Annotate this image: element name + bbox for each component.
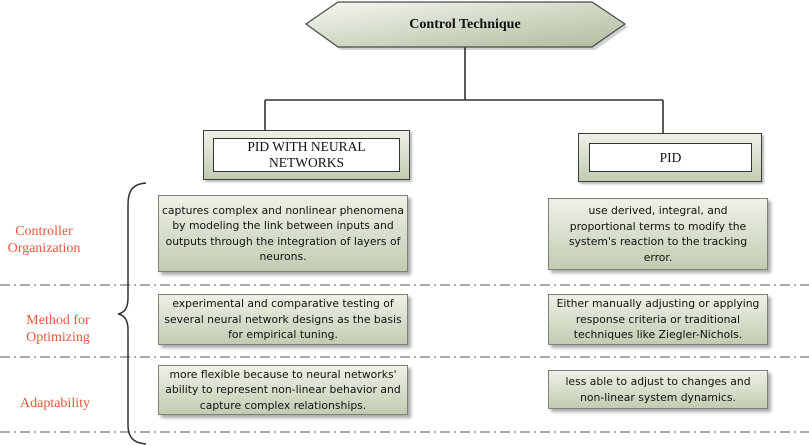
cell-text-line: response criteria or traditional <box>575 312 741 326</box>
column-header-pid-neural: PID WITH NEURAL NETWORKS <box>203 130 410 180</box>
cell-text-line: use derived, integral, and <box>588 204 728 217</box>
cell-text-line: several neural network designs as the ba… <box>164 312 402 326</box>
cell-text-line: error. <box>643 250 673 264</box>
cell-text-line: ability to represent non-linear behavior… <box>165 383 401 397</box>
cell-text-line: system's reaction to the tracking <box>568 235 748 248</box>
cell-text-line: experimental and comparative testing of <box>172 297 394 311</box>
cell-neural-method-for-optimizing: experimental and comparative testing of … <box>158 294 408 345</box>
cell-text-line: by modeling the link between inputs and <box>172 219 394 232</box>
row-group-brace <box>117 182 147 445</box>
row-label-method-for-optimizing: Method for Optimizing <box>14 312 102 346</box>
row-label-adaptability: Adaptability <box>10 395 100 412</box>
cell-text-line: Either manually adjusting or applying <box>556 297 760 311</box>
column-header-line: NETWORKS <box>269 155 344 170</box>
cell-text-line: more flexible because to neural networks… <box>169 367 397 381</box>
column-header-pid-inner: PID <box>589 143 752 172</box>
column-header-line: PID <box>659 149 682 165</box>
cell-text-line: non-linear system dynamics. <box>580 390 736 404</box>
column-header-line: PID WITH NEURAL <box>247 139 366 154</box>
cell-text-line: proportional terms to modify the <box>569 219 747 233</box>
column-header-pid-neural-inner: PID WITH NEURAL NETWORKS <box>213 138 400 172</box>
cell-pid-controller-organization: use derived, integral, and proportional … <box>548 198 768 270</box>
cell-text-line: captures complex and nonlinear phenomena <box>162 203 404 217</box>
cell-text-line: for empirical tuning. <box>228 328 338 342</box>
cell-text-line: neurons. <box>259 250 307 263</box>
row-label-line: Adaptability <box>20 396 90 411</box>
cell-text-line: outputs through the integration of layer… <box>165 234 401 248</box>
row-label-controller-organization: Controller Organization <box>0 223 88 257</box>
root-node-label: Control Technique <box>409 16 521 32</box>
row-label-line: Method for <box>26 313 90 328</box>
cell-text-line: less able to adjust to changes and <box>565 375 751 388</box>
cell-text-line: techniques like Ziegler-Nichols. <box>573 328 743 342</box>
cell-pid-adaptability: less able to adjust to changes and non-l… <box>548 370 768 409</box>
cell-neural-adaptability: more flexible because to neural networks… <box>158 365 408 415</box>
cell-neural-controller-organization: captures complex and nonlinear phenomena… <box>158 195 408 272</box>
row-label-line: Organization <box>7 241 81 256</box>
row-label-line: Optimizing <box>26 330 90 345</box>
root-node-shape <box>304 1 627 48</box>
cell-pid-method-for-optimizing: Either manually adjusting or applying re… <box>548 294 768 345</box>
column-header-pid: PID <box>578 133 762 182</box>
cell-text-line: capture complex relationships. <box>199 398 367 412</box>
row-label-line: Controller <box>15 224 73 239</box>
